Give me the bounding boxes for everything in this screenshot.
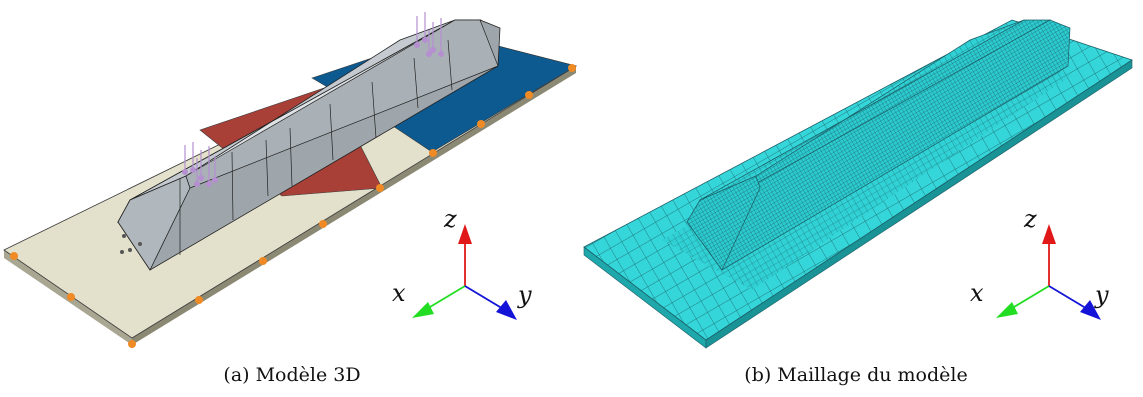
axis-label-y: y [1095, 281, 1109, 309]
axis-label-x: x [970, 279, 984, 307]
caption-a: (a) Modèle 3D [223, 364, 361, 386]
figure-a-3d-model: z x y (a) Modèle 3D [3, 12, 578, 386]
model-3d-drawing [3, 12, 578, 348]
load-arrows-right [414, 12, 444, 57]
mesh-beam [686, 19, 1071, 271]
axis-label-y: y [518, 281, 532, 309]
caption-b: (b) Maillage du modèle [744, 364, 968, 386]
axis-label-z: z [444, 205, 457, 233]
support-markers [10, 64, 576, 348]
load-arrows-left [182, 142, 218, 187]
axis-label-x: x [392, 279, 406, 307]
axis-triad-a [412, 224, 517, 320]
axis-label-z: z [1024, 205, 1037, 233]
mesh-drawing [583, 19, 1133, 349]
axis-triad-b [996, 224, 1101, 320]
figure-b-mesh: z x y (b) Maillage du modèle [572, 0, 1143, 397]
